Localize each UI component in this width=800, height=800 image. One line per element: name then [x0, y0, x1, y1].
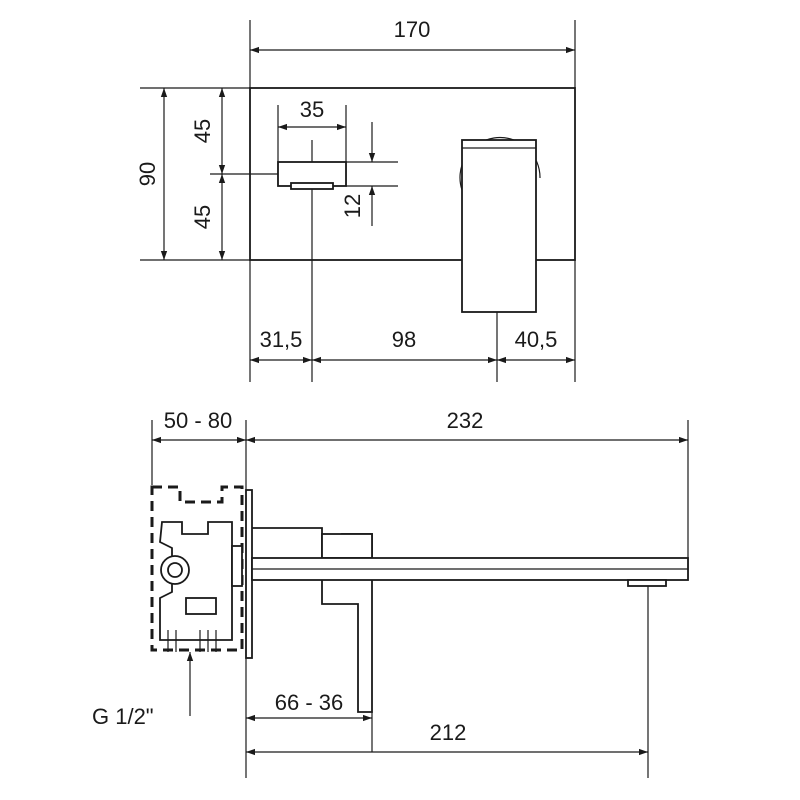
dim-overall-height: 90 — [135, 162, 160, 186]
handle-cap — [290, 182, 334, 190]
built-in-envelope — [150, 485, 244, 652]
side-view: 50 - 80 232 66 - 36 212 — [92, 408, 689, 778]
spout-top — [461, 139, 537, 313]
dim-offset-left: 31,5 — [260, 327, 303, 352]
aerator — [627, 579, 667, 587]
dim-handle-width: 35 — [300, 97, 324, 122]
handle-lever — [321, 533, 373, 559]
dim-wall-depth: 50 - 80 — [164, 408, 233, 433]
dim-spout-length: 232 — [447, 408, 484, 433]
dim-offset-right: 40,5 — [515, 327, 558, 352]
dim-cover-range: 66 - 36 — [275, 690, 344, 715]
dim-offset-center: 98 — [392, 327, 416, 352]
body-lower-block — [185, 597, 217, 615]
dim-outlet-distance: 212 — [430, 720, 467, 745]
top-view: 170 90 45 45 35 12 31,5 98 40,5 — [135, 17, 576, 382]
dim-handle-depth: 12 — [340, 194, 365, 218]
dim-overall-width: 170 — [394, 17, 431, 42]
dim-half-bottom: 45 — [190, 205, 215, 229]
dim-half-top: 45 — [190, 119, 215, 143]
thread-label: G 1/2" — [92, 704, 154, 729]
cartridge-screw — [231, 545, 243, 587]
inlet-connector-inner — [167, 562, 183, 578]
